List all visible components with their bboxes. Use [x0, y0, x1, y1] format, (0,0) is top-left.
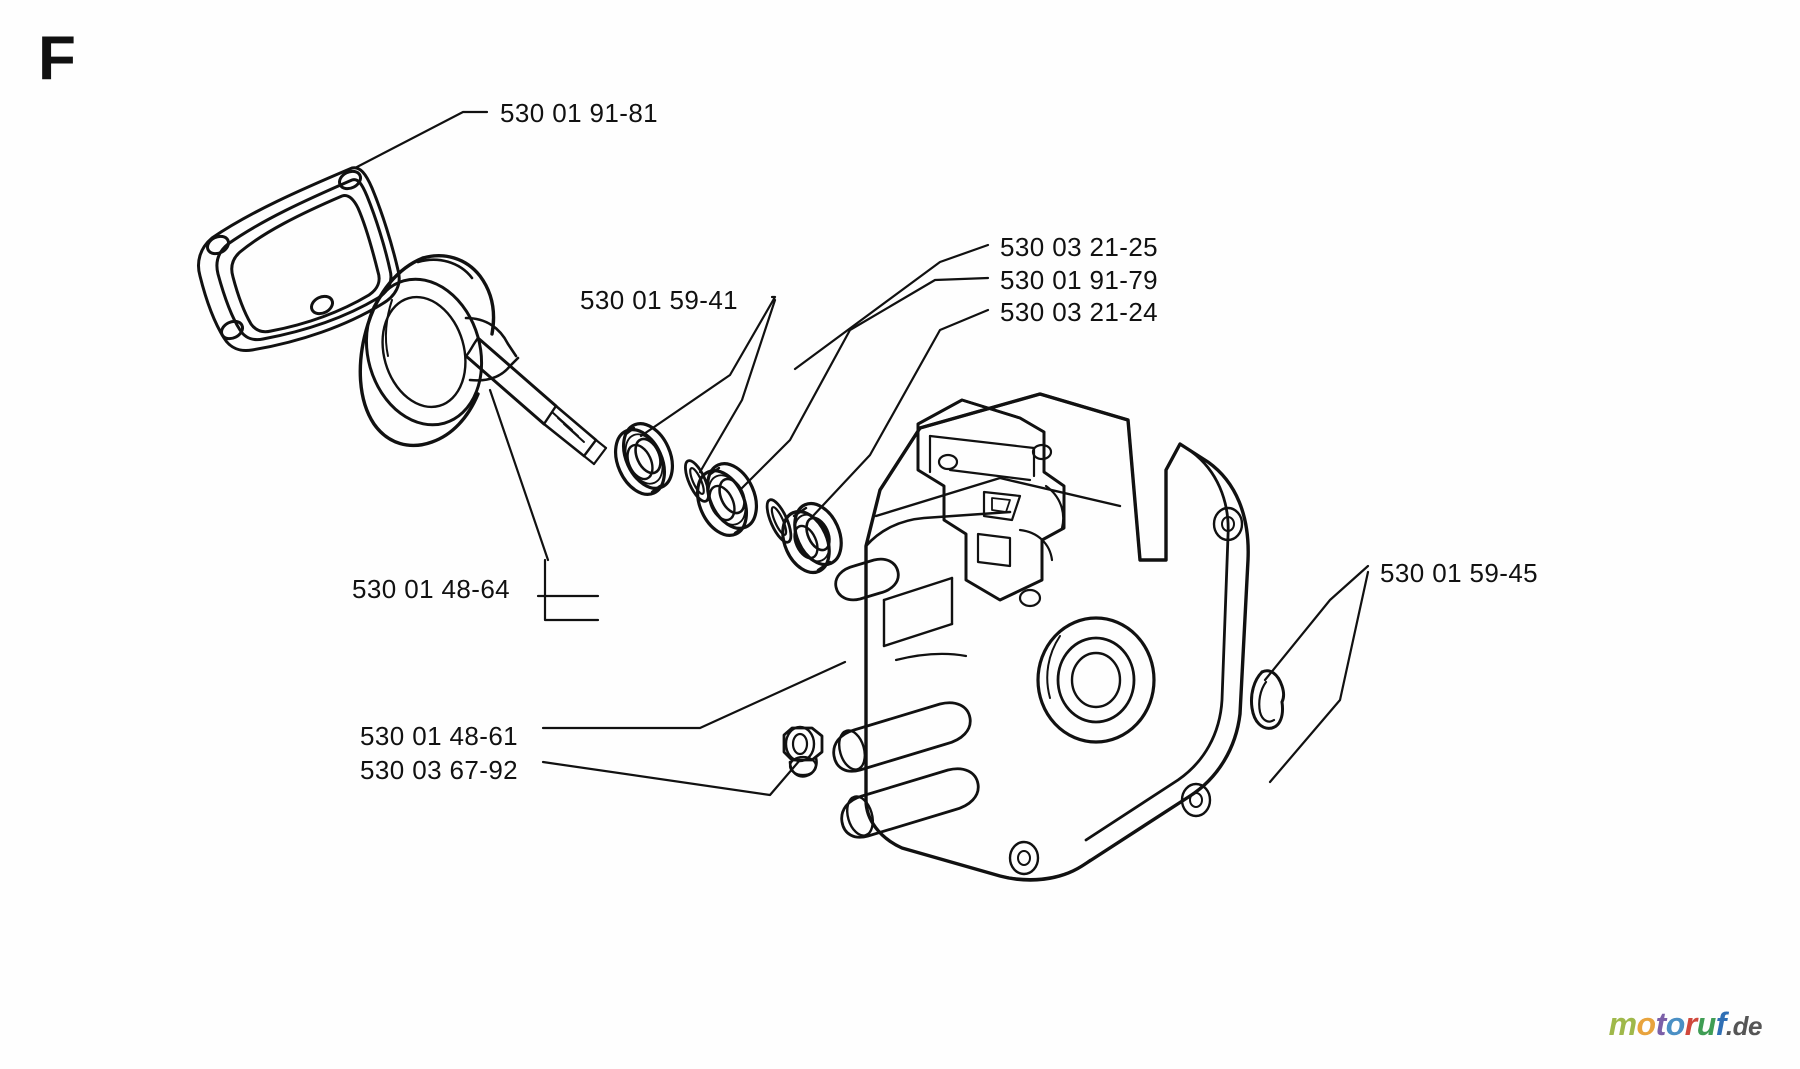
part-oil-seal-right	[1250, 669, 1285, 730]
part-crankshaft-assembly	[358, 254, 608, 466]
part-label-crankshaft: 530 01 48-64	[352, 574, 511, 604]
watermark-letter-u: u	[1696, 1006, 1717, 1042]
part-label-bearing-right: 530 03 21-24	[1000, 297, 1159, 327]
leader-crankcase	[541, 660, 847, 730]
part-label-bearing-left: 530 01 59-41	[580, 285, 739, 315]
site-watermark: motoruf.de	[1608, 1006, 1763, 1043]
part-ball-bearing-left	[614, 422, 674, 496]
part-ball-bearing-right	[781, 501, 843, 575]
watermark-letter-o2: o	[1665, 1006, 1686, 1042]
leader-seal-right	[1263, 564, 1370, 682]
leader-lines	[353, 110, 1370, 797]
leader-seal-right-2	[1268, 570, 1370, 784]
leader-washer-small	[698, 298, 777, 474]
part-flange-nut	[782, 725, 824, 778]
leader-gasket	[353, 110, 489, 170]
leader-bearing-left	[639, 295, 777, 438]
leader-crankshaft	[488, 388, 550, 562]
part-crankcase-half	[832, 392, 1250, 882]
watermark-letter-f: f	[1715, 1006, 1727, 1042]
part-label-seal-upper: 530 03 21-25	[1000, 232, 1159, 262]
watermark-letter-t: t	[1655, 1006, 1667, 1042]
part-ball-bearing-middle	[696, 462, 758, 537]
watermark-letter-r: r	[1684, 1006, 1697, 1042]
part-label-gasket: 530 01 91-81	[500, 98, 659, 128]
part-crankcase-gasket	[197, 166, 401, 352]
part-label-nut: 530 03 67-92	[360, 755, 519, 785]
leader-bearing-right	[810, 308, 990, 519]
part-washer-middle	[765, 498, 793, 544]
leader-crankshaft-bracket	[543, 558, 600, 622]
part-label-washer-mid: 530 01 91-79	[1000, 265, 1159, 295]
part-label-crankcase: 530 01 48-61	[360, 721, 519, 751]
watermark-letter-o1: o	[1636, 1006, 1657, 1042]
leader-seal-upper	[793, 243, 990, 371]
watermark-letter-m: m	[1608, 1006, 1637, 1042]
part-label-seal-right: 530 01 59-45	[1380, 558, 1539, 588]
section-letter: F	[38, 24, 76, 93]
leader-washer-mid	[739, 276, 990, 491]
leader-nut	[541, 758, 802, 797]
watermark-suffix: .de	[1725, 1011, 1763, 1041]
